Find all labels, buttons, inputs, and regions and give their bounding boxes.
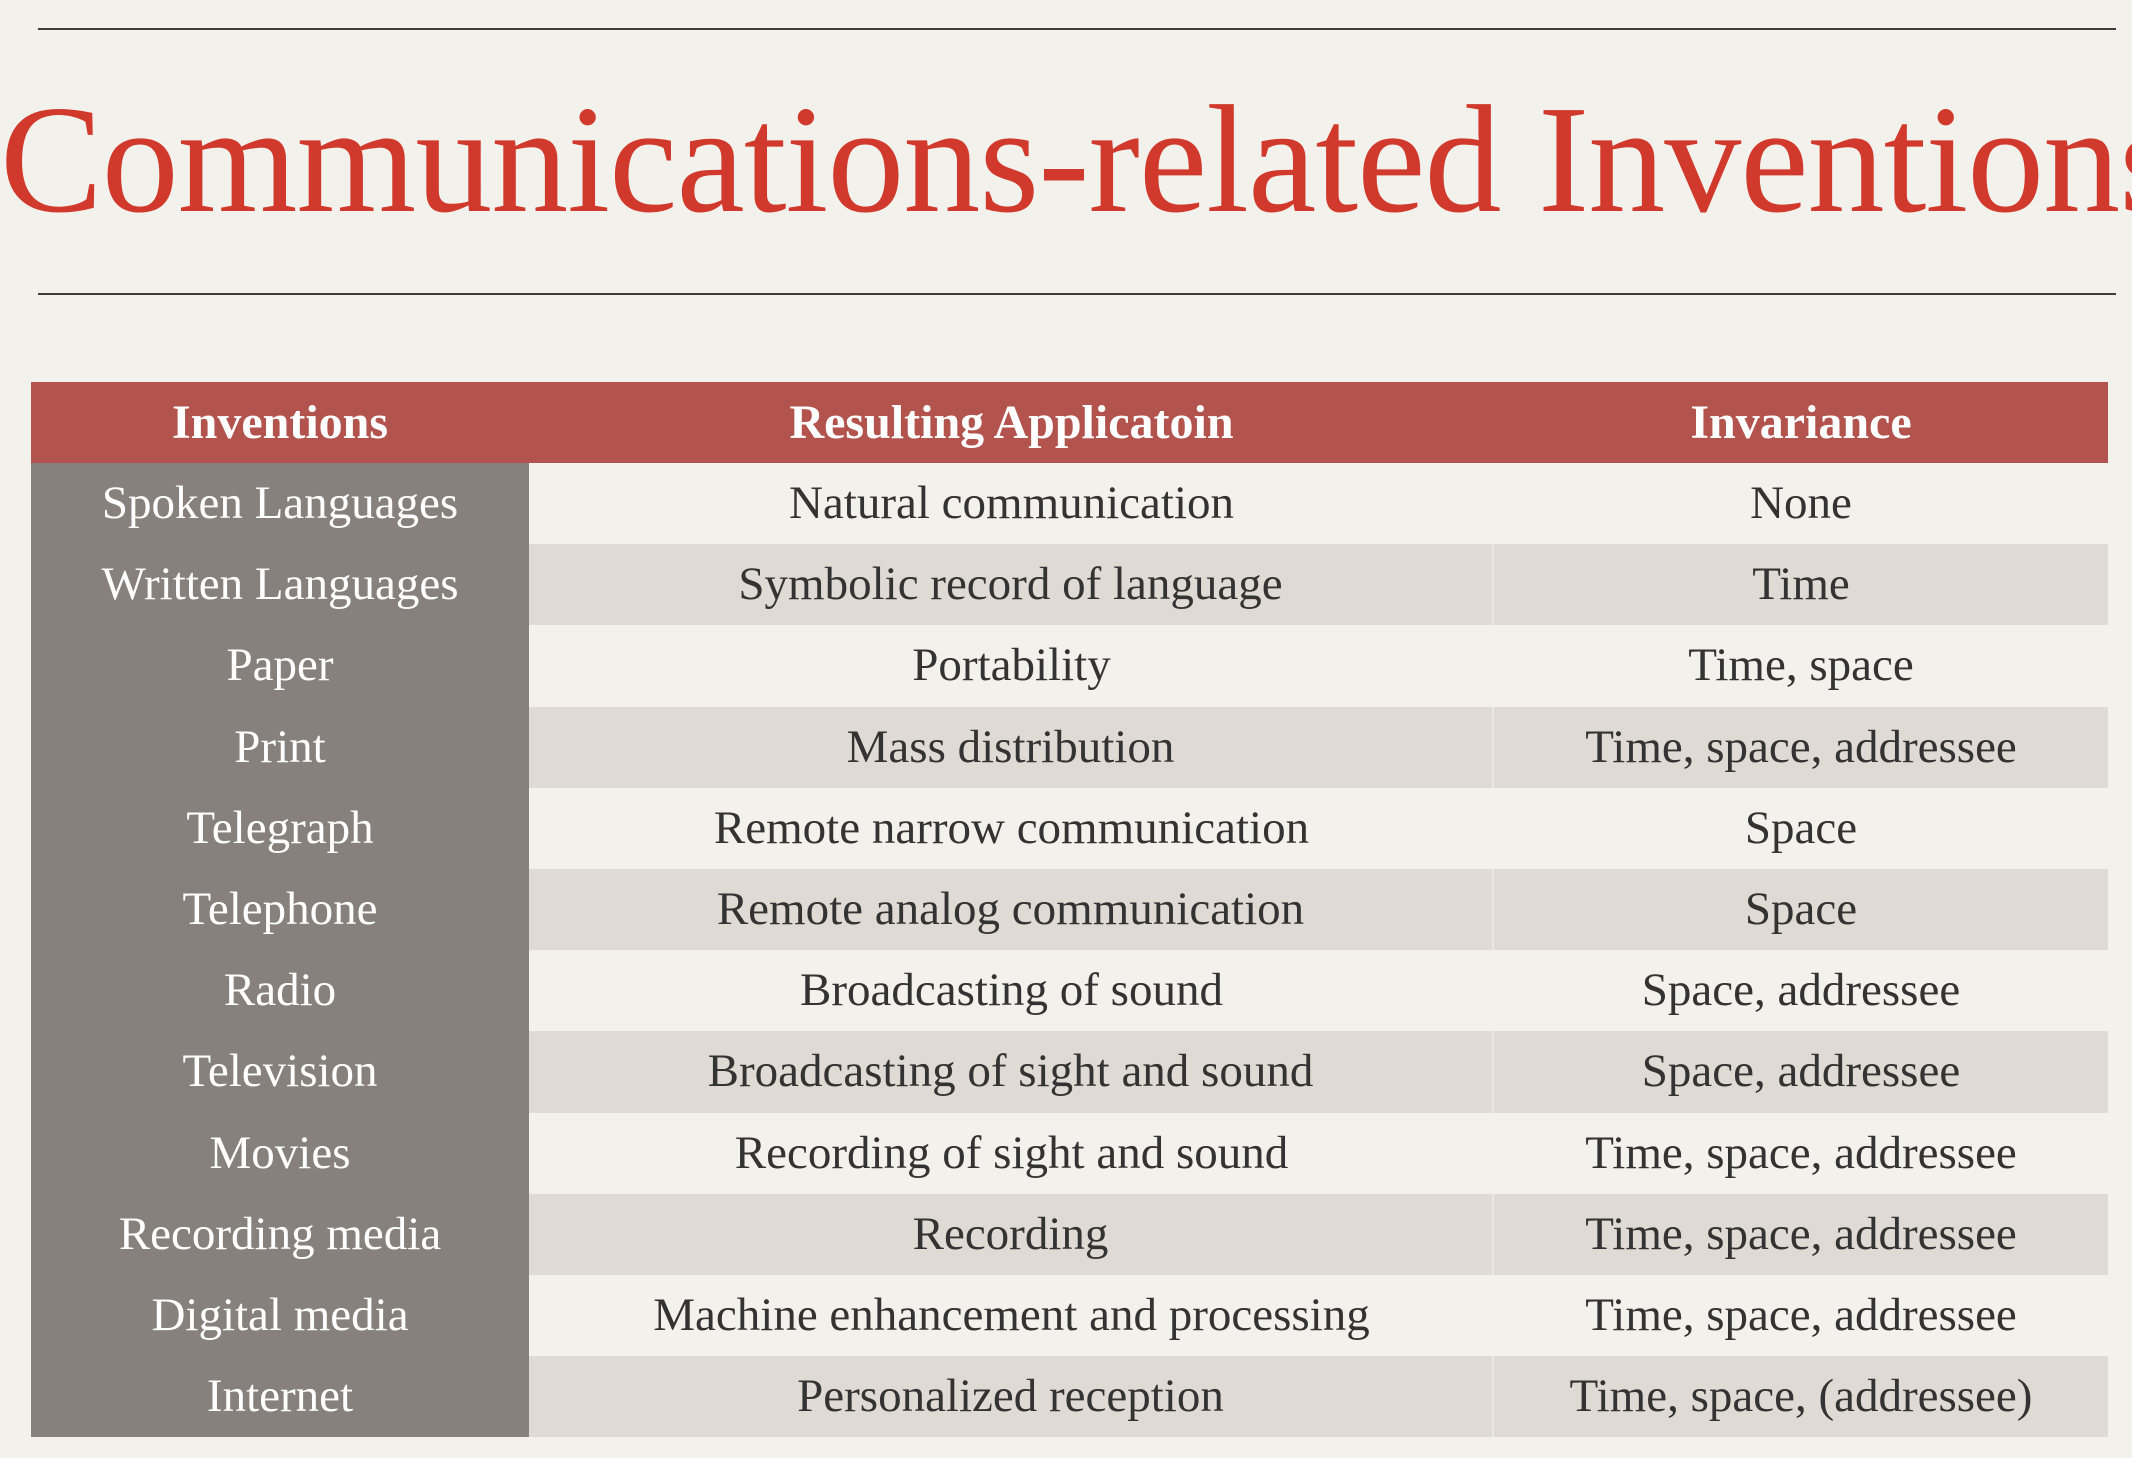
table-row: Digital media Machine enhancement and pr…	[31, 1274, 2108, 1357]
invariance-cell: Time, space, addressee	[1494, 1274, 2108, 1357]
header-resulting-application: Resulting Applicatoin	[789, 396, 1234, 449]
invention-cell: Internet	[31, 1356, 529, 1438]
invention-cell: Written Languages	[31, 544, 529, 626]
table-row: Telegraph Remote narrow communication Sp…	[31, 787, 2108, 869]
table-row: Television Broadcasting of sight and sou…	[31, 1031, 2108, 1113]
table-header-row: Inventions Resulting Applicatoin Invaria…	[31, 382, 2108, 463]
bottom-divider	[38, 293, 2116, 295]
application-cell: Recording of sight and sound	[529, 1112, 1494, 1194]
table-row: Spoken Languages Natural communication N…	[31, 463, 2108, 545]
table-row: Movies Recording of sight and sound Time…	[31, 1112, 2108, 1194]
application-cell: Broadcasting of sight and sound	[529, 1031, 1494, 1113]
invention-cell: Movies	[31, 1112, 529, 1194]
application-cell: Natural communication	[529, 463, 1494, 545]
top-divider	[38, 28, 2116, 30]
invariance-cell: Time, space	[1494, 625, 2108, 707]
table-row: Telephone Remote analog communication Sp…	[31, 868, 2108, 951]
invariance-cell: Time, space, (addressee)	[1494, 1356, 2108, 1438]
invariance-cell: Time, space, addressee	[1494, 1112, 2108, 1194]
inventions-table: Inventions Resulting Applicatoin Invaria…	[31, 382, 2108, 1438]
invariance-cell: None	[1494, 463, 2108, 545]
application-cell: Mass distribution	[529, 706, 1494, 788]
invention-cell: Telephone	[31, 868, 529, 951]
invariance-cell: Space, addressee	[1494, 950, 2108, 1032]
table-row: Written Languages Symbolic record of lan…	[31, 544, 2108, 626]
application-cell: Portability	[529, 625, 1494, 707]
invention-cell: Telegraph	[31, 787, 529, 869]
application-cell: Recording	[529, 1193, 1494, 1275]
invention-cell: Television	[31, 1031, 529, 1113]
invariance-cell: Space	[1494, 868, 2108, 951]
application-cell: Symbolic record of language	[529, 544, 1494, 626]
invariance-cell: Time, space, addressee	[1494, 706, 2108, 788]
invention-cell: Digital media	[31, 1274, 529, 1357]
application-cell: Machine enhancement and processing	[529, 1274, 1494, 1357]
table-row: Paper Portability Time, space	[31, 625, 2108, 707]
header-inventions: Inventions	[171, 396, 389, 449]
invention-cell: Paper	[31, 625, 529, 707]
invention-cell: Radio	[31, 950, 529, 1032]
table-row: Recording media Recording Time, space, a…	[31, 1193, 2108, 1275]
invariance-cell: Space	[1494, 787, 2108, 869]
header-invariance: Invariance	[1690, 396, 1912, 449]
table-row: Internet Personalized reception Time, sp…	[31, 1356, 2108, 1438]
table-row: Radio Broadcasting of sound Space, addre…	[31, 950, 2108, 1032]
application-cell: Broadcasting of sound	[529, 950, 1494, 1032]
invariance-cell: Time, space, addressee	[1494, 1193, 2108, 1275]
application-cell: Remote analog communication	[529, 868, 1494, 951]
invariance-cell: Space, addressee	[1494, 1031, 2108, 1113]
invention-cell: Spoken Languages	[31, 463, 529, 545]
slide-title: Communications-related Inventions	[0, 75, 2132, 245]
application-cell: Remote narrow communication	[529, 787, 1494, 869]
table-row: Print Mass distribution Time, space, add…	[31, 706, 2108, 788]
invention-cell: Print	[31, 706, 529, 788]
application-cell: Personalized reception	[529, 1356, 1494, 1438]
invariance-cell: Time	[1494, 544, 2108, 626]
invention-cell: Recording media	[31, 1193, 529, 1275]
